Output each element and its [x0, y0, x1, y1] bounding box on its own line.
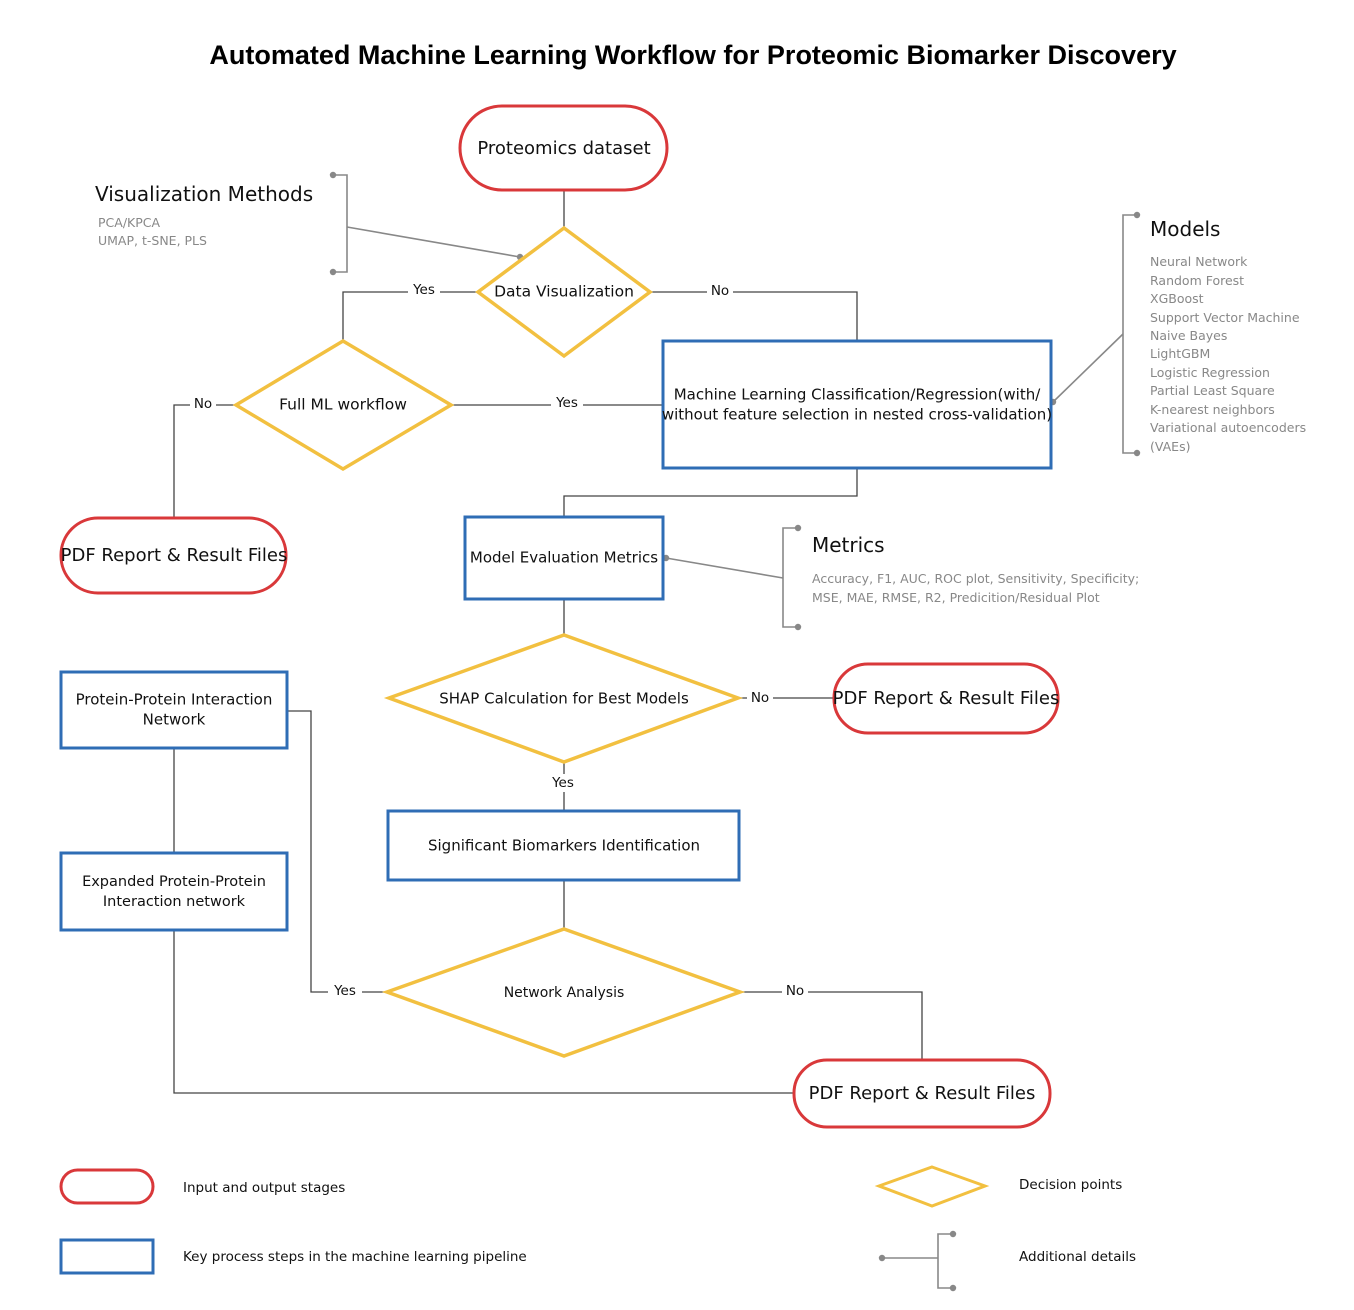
node-label: PDF Report & Result Files: [809, 1083, 1036, 1104]
edge-label-fullml-yes: Yes: [555, 395, 578, 411]
model-item: (VAEs): [1150, 439, 1190, 454]
legend: Input and output stages Key process step…: [59, 1165, 1136, 1292]
legend-process-label: Key process steps in the machine learnin…: [183, 1249, 527, 1265]
visualization-heading: Visualization Methods: [95, 182, 313, 206]
diagram-title: Automated Machine Learning Workflow for …: [209, 40, 1176, 70]
edge-ml-to-eval: [563, 468, 858, 517]
process-model-evaluation[interactable]: Model Evaluation Metrics: [463, 515, 665, 601]
legend-terminal-label: Input and output stages: [183, 1180, 345, 1196]
metrics-item: MSE, MAE, RMSE, R2, Predicition/Residual…: [812, 590, 1100, 605]
models-bracket: [1049, 211, 1141, 457]
decision-shap-calculation[interactable]: SHAP Calculation for Best Models: [383, 633, 744, 764]
node-label-line-2: without feature selection in nested cros…: [662, 406, 1052, 424]
decision-full-ml-workflow[interactable]: Full ML workflow: [232, 338, 455, 472]
decision-data-visualization[interactable]: Data Visualization: [475, 225, 653, 359]
edge-label-fullml-no: No: [194, 396, 212, 412]
model-item: LightGBM: [1150, 346, 1210, 361]
model-item: Random Forest: [1150, 273, 1244, 288]
legend-decision-label: Decision points: [1019, 1177, 1122, 1193]
process-ppi-network[interactable]: Protein-Protein Interaction Network: [59, 670, 289, 750]
node-label-line-2: Interaction network: [103, 894, 246, 910]
model-item: XGBoost: [1150, 291, 1204, 306]
model-item: Partial Least Square: [1150, 383, 1275, 398]
visualization-item: PCA/KPCA: [98, 215, 160, 230]
model-item: Variational autoencoders: [1150, 420, 1306, 435]
legend-terminal: Input and output stages: [59, 1168, 345, 1205]
visualization-details: Visualization Methods PCA/KPCA UMAP, t-S…: [95, 182, 313, 248]
models-details: Models Neural Network Random Forest XGBo…: [1150, 217, 1306, 454]
process-significant-biomarkers[interactable]: Significant Biomarkers Identification: [386, 809, 741, 882]
node-label: SHAP Calculation for Best Models: [439, 690, 689, 708]
legend-details: Additional details: [878, 1230, 1136, 1292]
edge-dataviz-no: [650, 291, 858, 341]
edge-label-dataviz-no: No: [711, 283, 729, 299]
node-label: Model Evaluation Metrics: [470, 549, 658, 567]
node-label: Data Visualization: [494, 283, 634, 301]
model-item: Support Vector Machine: [1150, 310, 1300, 325]
edge-fullml-no: [173, 404, 236, 518]
node-label: Full ML workflow: [279, 396, 407, 414]
process-shape-icon: [59, 1238, 155, 1275]
legend-details-label: Additional details: [1019, 1249, 1136, 1265]
legend-process: Key process steps in the machine learnin…: [59, 1238, 527, 1275]
terminal-pdf-report-3[interactable]: PDF Report & Result Files: [792, 1058, 1052, 1129]
edge-label-network-no: No: [786, 983, 804, 999]
node-label: Significant Biomarkers Identification: [428, 837, 700, 855]
edge-labels: Yes No No Yes No Yes Yes No: [190, 282, 808, 1000]
metrics-heading: Metrics: [812, 533, 885, 557]
bracket-icon: [878, 1230, 957, 1292]
node-proteomics-dataset[interactable]: Proteomics dataset: [458, 104, 669, 192]
node-label-line-1: Machine Learning Classification/Regressi…: [674, 386, 1041, 404]
process-ml-classification[interactable]: Machine Learning Classification/Regressi…: [661, 339, 1053, 470]
edge-network-yes: [287, 710, 387, 993]
metrics-details: Metrics Accuracy, F1, AUC, ROC plot, Sen…: [812, 533, 1139, 605]
metrics-bracket: [662, 524, 802, 631]
decision-network-analysis[interactable]: Network Analysis: [381, 927, 746, 1058]
terminal-pdf-report-1[interactable]: PDF Report & Result Files: [59, 516, 288, 595]
legend-decision: Decision points: [874, 1165, 1122, 1208]
node-label-line-1: Expanded Protein-Protein: [82, 874, 266, 890]
models-heading: Models: [1150, 217, 1220, 241]
metrics-item: Accuracy, F1, AUC, ROC plot, Sensitivity…: [812, 571, 1139, 586]
decision-shape-icon: [874, 1165, 990, 1208]
terminal-pdf-report-2[interactable]: PDF Report & Result Files: [832, 662, 1060, 735]
edge-network-no: [740, 991, 923, 1060]
model-item: Neural Network: [1150, 254, 1248, 269]
node-label-line-1: Protein-Protein Interaction: [76, 691, 273, 709]
model-item: Logistic Regression: [1150, 365, 1270, 380]
edge-label-dataviz-yes: Yes: [412, 282, 435, 298]
node-label: PDF Report & Result Files: [833, 688, 1060, 709]
node-label: Network Analysis: [504, 985, 625, 1001]
node-label-line-2: Network: [143, 711, 206, 729]
model-item: K-nearest neighbors: [1150, 402, 1275, 417]
edge-expanded-to-report: [173, 930, 794, 1094]
node-label: Proteomics dataset: [477, 138, 650, 159]
edge-label-shap-yes: Yes: [551, 775, 574, 791]
edge-label-network-yes: Yes: [333, 983, 356, 999]
process-expanded-ppi[interactable]: Expanded Protein-Protein Interaction net…: [59, 851, 289, 932]
visualization-item: UMAP, t-SNE, PLS: [98, 233, 207, 248]
terminal-shape-icon: [59, 1168, 155, 1205]
model-item: Naive Bayes: [1150, 328, 1227, 343]
node-label: PDF Report & Result Files: [61, 545, 288, 566]
edge-label-shap-no: No: [751, 690, 769, 706]
